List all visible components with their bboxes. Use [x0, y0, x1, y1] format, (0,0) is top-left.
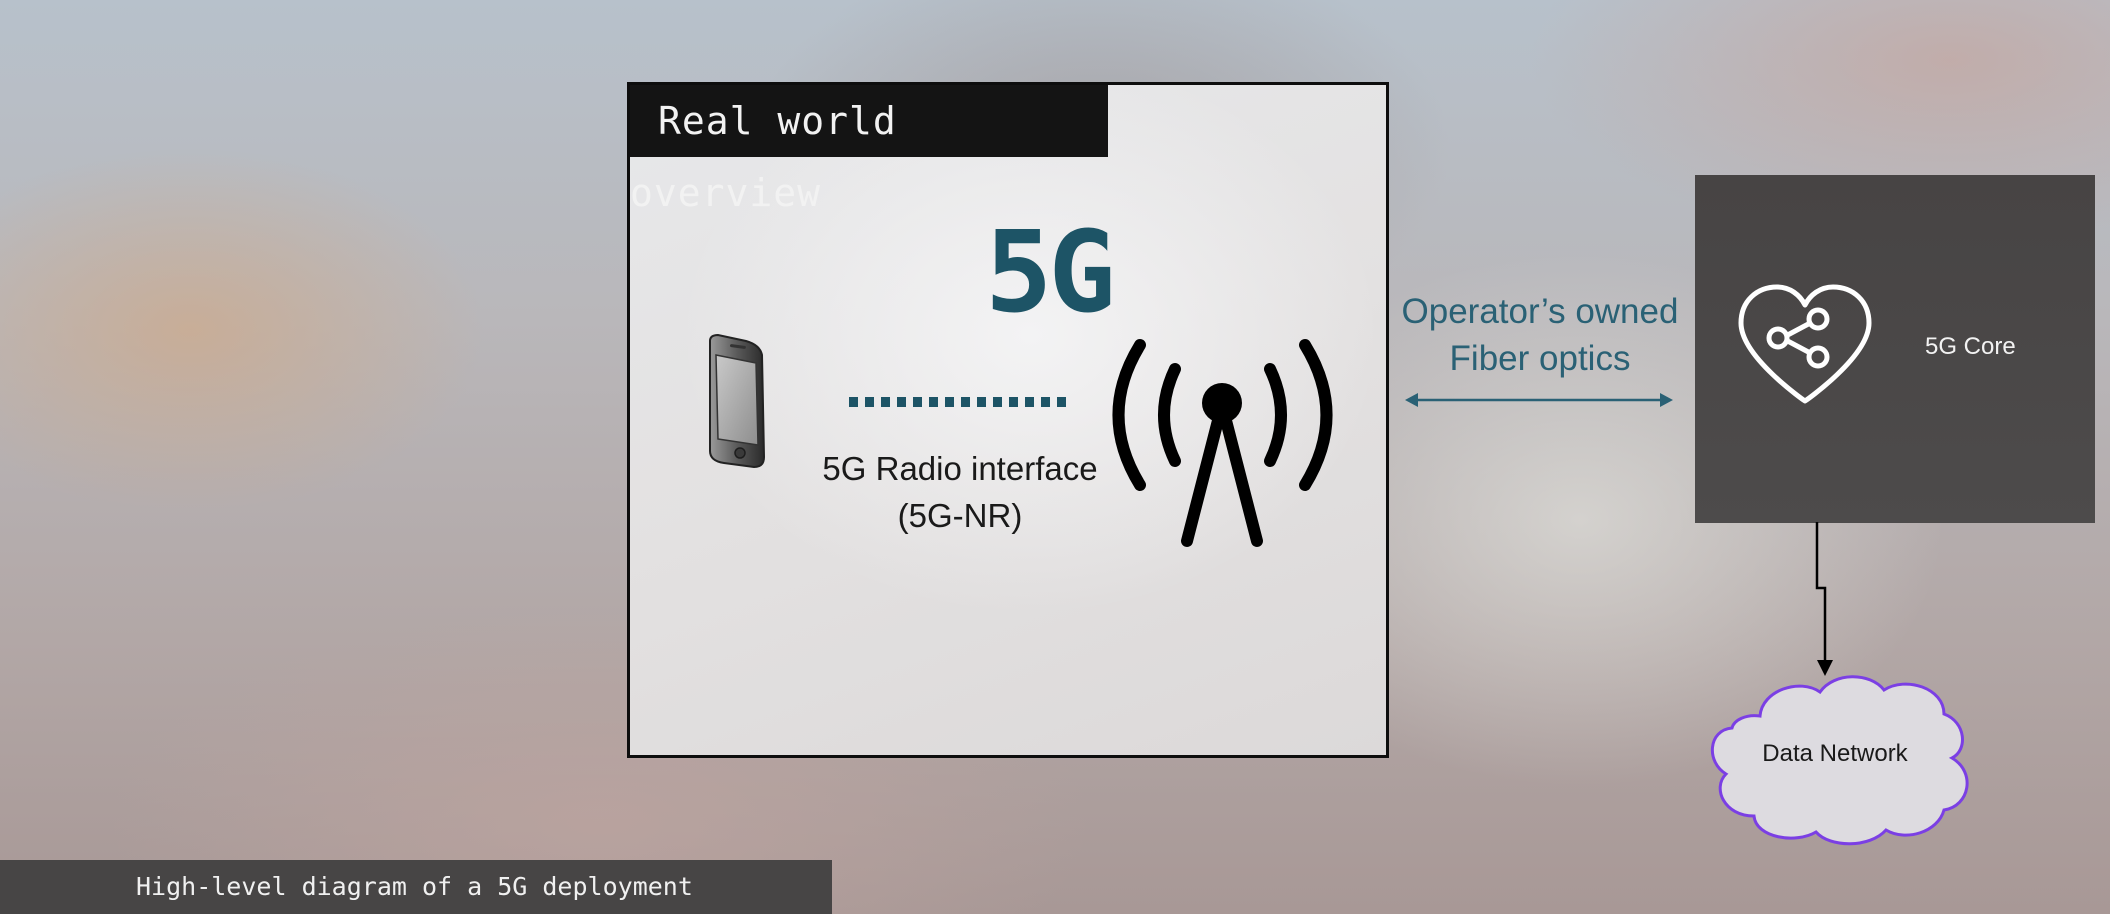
5g-core-box: 5G Core — [1695, 175, 2095, 523]
core-to-datanetwork-connector — [1815, 522, 1833, 676]
heart-share-icon — [1738, 284, 1872, 404]
radio-link-dotted-line — [849, 397, 1069, 407]
smartphone-icon — [709, 333, 766, 469]
data-network-label: Data Network — [1762, 740, 1908, 767]
fiber-label-line2: Fiber optics — [1449, 339, 1631, 378]
5g-badge: 5G — [985, 208, 1116, 338]
cloud-icon — [1710, 675, 1969, 846]
diagram-caption: High-level diagram of a 5G deployment — [0, 860, 832, 914]
radio-interface-line1: 5G Radio interface — [822, 450, 1098, 487]
radio-interface-line2: (5G-NR) — [897, 497, 1023, 534]
antenna-tower-icon — [1112, 339, 1333, 547]
fiber-label-line1: Operator’s owned — [1401, 292, 1679, 331]
5g-core-label: 5G Core — [1925, 333, 2016, 360]
overview-title: Real world overview — [630, 85, 1108, 215]
radio-interface-label: 5G Radio interface (5G-NR) — [800, 445, 1120, 539]
fiber-optics-label: Operator’s owned Fiber optics — [1385, 288, 1695, 382]
real-world-overview-panel: Real world overview 5G 5G Radio interfac… — [627, 82, 1389, 758]
fiber-link-arrow — [1405, 393, 1673, 407]
